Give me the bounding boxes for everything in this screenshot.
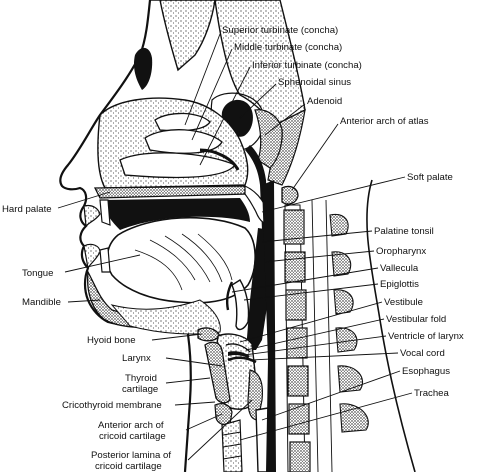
adenoid-mass — [254, 109, 283, 169]
frontal-sinus — [133, 47, 153, 90]
vertebra-c3 — [284, 251, 306, 283]
atlas-anterior-arch — [281, 185, 299, 205]
labels: Superior turbinate (concha) Middle turbi… — [2, 25, 464, 472]
label-hard-palate: Hard palate — [2, 204, 52, 215]
label-ant-arch-cricoid-line2: cricoid cartilage — [99, 431, 166, 442]
vestibular-fold — [225, 343, 251, 353]
leader-hyoid — [151, 333, 203, 341]
vertebra-c6 — [287, 365, 309, 397]
label-larynx: Larynx — [122, 353, 151, 364]
label-vestibular-fold: Vestibular fold — [386, 314, 446, 325]
label-epiglottis: Epiglottis — [380, 279, 419, 290]
label-vallecula: Vallecula — [380, 263, 419, 274]
leader-sphenoidal-sinus — [239, 83, 277, 119]
label-palatine-tonsil: Palatine tonsil — [374, 226, 434, 237]
label-post-lamina-line2: cricoid cartilage — [95, 461, 162, 472]
lower-lip — [83, 243, 101, 270]
floor-of-mouth — [110, 299, 221, 335]
label-superior-turbinate: Superior turbinate (concha) — [222, 25, 338, 36]
label-cricothyroid-membrane: Cricothyroid membrane — [62, 400, 162, 411]
leader-vestibule — [239, 301, 383, 343]
leader-mandible — [67, 299, 101, 303]
spinal-cord-outline — [311, 199, 333, 472]
leader-inferior-turbinate — [199, 66, 251, 166]
label-hyoid-bone: Hyoid bone — [87, 335, 136, 346]
label-middle-turbinate: Middle turbinate (concha) — [234, 42, 342, 53]
leader-larynx — [165, 357, 223, 367]
prevertebral-band — [262, 180, 276, 472]
lower-incisor — [99, 247, 111, 273]
frontal-bone — [150, 0, 216, 72]
tongue — [106, 216, 256, 304]
cervical-vertebrae — [283, 179, 416, 472]
label-esophagus: Esophagus — [402, 366, 450, 377]
leader-thyroid — [165, 377, 211, 384]
label-ant-arch-cricoid-line1: Anterior arch of — [98, 420, 164, 431]
label-inferior-turbinate: Inferior turbinate (concha) — [252, 60, 362, 71]
leader-soft-palate — [261, 176, 406, 213]
leader-post-lamina — [187, 399, 253, 461]
thyroid-cartilage — [204, 341, 231, 404]
leader-esophagus — [261, 370, 401, 421]
leader-cricothyroid — [174, 401, 216, 406]
leader-ant-arch-cricoid — [185, 413, 223, 431]
oral-cavity — [100, 198, 250, 230]
leader-adenoid — [264, 103, 306, 136]
vallecula — [226, 281, 234, 311]
label-trachea: Trachea — [414, 388, 450, 399]
label-oropharynx: Oropharynx — [376, 246, 426, 257]
vertebral-column-outline — [284, 204, 306, 472]
leader-lines — [57, 33, 413, 461]
label-sphenoidal-sinus: Sphenoidal sinus — [278, 77, 351, 88]
pharynx-airway — [246, 228, 270, 350]
label-adenoid: Adenoid — [307, 96, 342, 107]
label-ventricle-larynx: Ventricle of larynx — [388, 331, 464, 342]
leader-ventricle — [243, 335, 387, 356]
vertebra-c5 — [286, 327, 308, 359]
leader-superior-turbinate — [184, 33, 221, 126]
label-vestibule: Vestibule — [384, 297, 423, 308]
leader-hard-palate — [57, 191, 111, 209]
vocal-cord — [227, 356, 257, 364]
leader-palatine-tonsil — [261, 230, 373, 243]
vertebra-t1 — [289, 441, 311, 472]
leader-vallecula — [231, 267, 379, 293]
vertebra-c7 — [288, 403, 310, 435]
leader-tongue — [64, 254, 141, 273]
anatomy-drawing — [59, 0, 416, 472]
vertebra-c2 — [283, 209, 305, 245]
label-post-lamina-line1: Posterior lamina of — [91, 450, 171, 461]
label-vocal-cord: Vocal cord — [400, 348, 445, 359]
leader-vocal-cord — [249, 352, 399, 361]
vertebra-c4 — [285, 289, 307, 321]
upper-lip — [83, 204, 101, 228]
label-soft-palate: Soft palate — [407, 172, 453, 183]
label-anterior-arch-atlas: Anterior arch of atlas — [340, 116, 429, 127]
label-tongue: Tongue — [22, 268, 53, 279]
leader-middle-turbinate — [191, 48, 233, 141]
upper-incisor — [99, 199, 111, 226]
label-thyroid-line1: Thyroid — [125, 373, 157, 384]
nasal-meatus — [199, 148, 240, 171]
leader-trachea — [239, 392, 413, 441]
trachea-rings — [222, 431, 242, 460]
leader-epiglottis — [243, 283, 379, 301]
ventricle-of-larynx — [228, 351, 250, 358]
label-thyroid-line2: cartilage — [122, 384, 158, 395]
hard-palate — [93, 185, 249, 199]
leader-oropharynx — [263, 250, 375, 263]
neck-posterior-outline — [366, 179, 416, 472]
tongue-muscle-fibers — [134, 233, 233, 291]
label-mandible: Mandible — [22, 297, 61, 308]
leader-vestibular-fold — [245, 318, 385, 351]
spinous-processes — [329, 213, 369, 433]
leader-atlas — [291, 123, 339, 191]
